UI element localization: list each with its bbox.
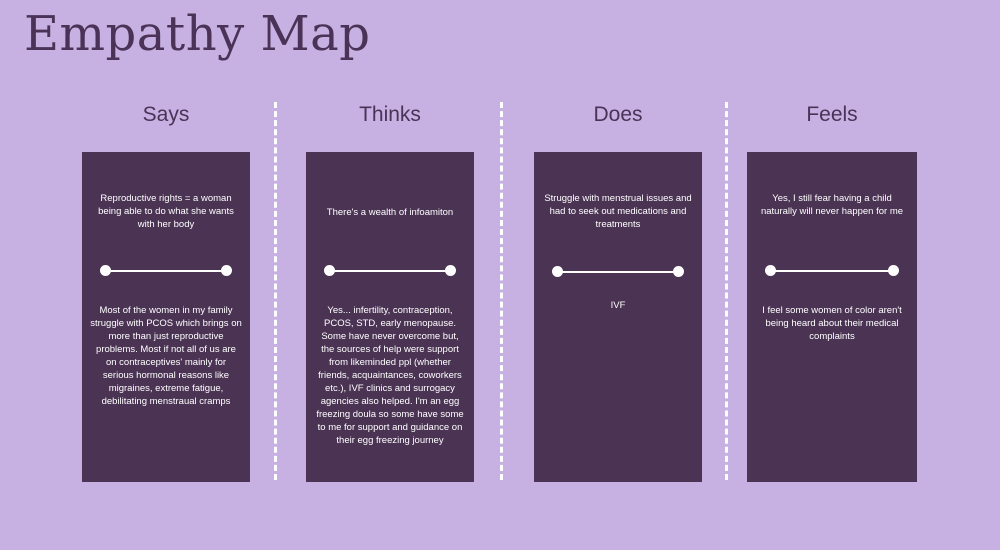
card-bottom-text: Yes... infertility, contraception, PCOS,… bbox=[316, 305, 464, 446]
card-top-text: There's a wealth of infoamiton bbox=[326, 207, 454, 218]
card-says: Reproductive rights = a woman being able… bbox=[82, 152, 250, 482]
card-top-text: Yes, I still fear having a child natural… bbox=[760, 193, 904, 217]
slider-divider bbox=[552, 266, 684, 278]
slider-divider bbox=[100, 265, 232, 277]
card-does: Struggle with menstrual issues and had t… bbox=[534, 152, 702, 482]
slider-dot-left bbox=[324, 265, 335, 276]
slider-divider bbox=[324, 265, 456, 277]
card-feels: Yes, I still fear having a child natural… bbox=[747, 152, 917, 482]
slider-bar bbox=[328, 270, 452, 272]
slider-bar bbox=[556, 271, 680, 273]
column-heading-does: Does bbox=[593, 103, 643, 126]
page-title: Empathy Map bbox=[24, 6, 371, 62]
column-heading-thinks: Thinks bbox=[359, 103, 421, 126]
slider-dot-right bbox=[673, 266, 684, 277]
column-heading-feels: Feels bbox=[806, 103, 858, 126]
card-top-text: Struggle with menstrual issues and had t… bbox=[544, 193, 692, 230]
column-divider bbox=[725, 102, 728, 480]
column-heading-says: Says bbox=[142, 103, 190, 126]
card-thinks: There's a wealth of infoamiton Yes... in… bbox=[306, 152, 474, 482]
card-bottom-text: I feel some women of color aren't being … bbox=[762, 305, 902, 342]
slider-dot-right bbox=[888, 265, 899, 276]
slider-dot-left bbox=[765, 265, 776, 276]
column-divider bbox=[274, 102, 277, 480]
column-divider bbox=[500, 102, 503, 480]
slider-dot-right bbox=[221, 265, 232, 276]
slider-dot-right bbox=[445, 265, 456, 276]
slider-bar bbox=[104, 270, 228, 272]
slider-dot-left bbox=[552, 266, 563, 277]
card-bottom-text: Most of the women in my family struggle … bbox=[90, 305, 242, 407]
slider-dot-left bbox=[100, 265, 111, 276]
slider-divider bbox=[765, 265, 899, 277]
slider-bar bbox=[769, 270, 895, 272]
card-bottom-text: IVF bbox=[610, 300, 626, 311]
card-top-text: Reproductive rights = a woman being able… bbox=[98, 193, 234, 230]
